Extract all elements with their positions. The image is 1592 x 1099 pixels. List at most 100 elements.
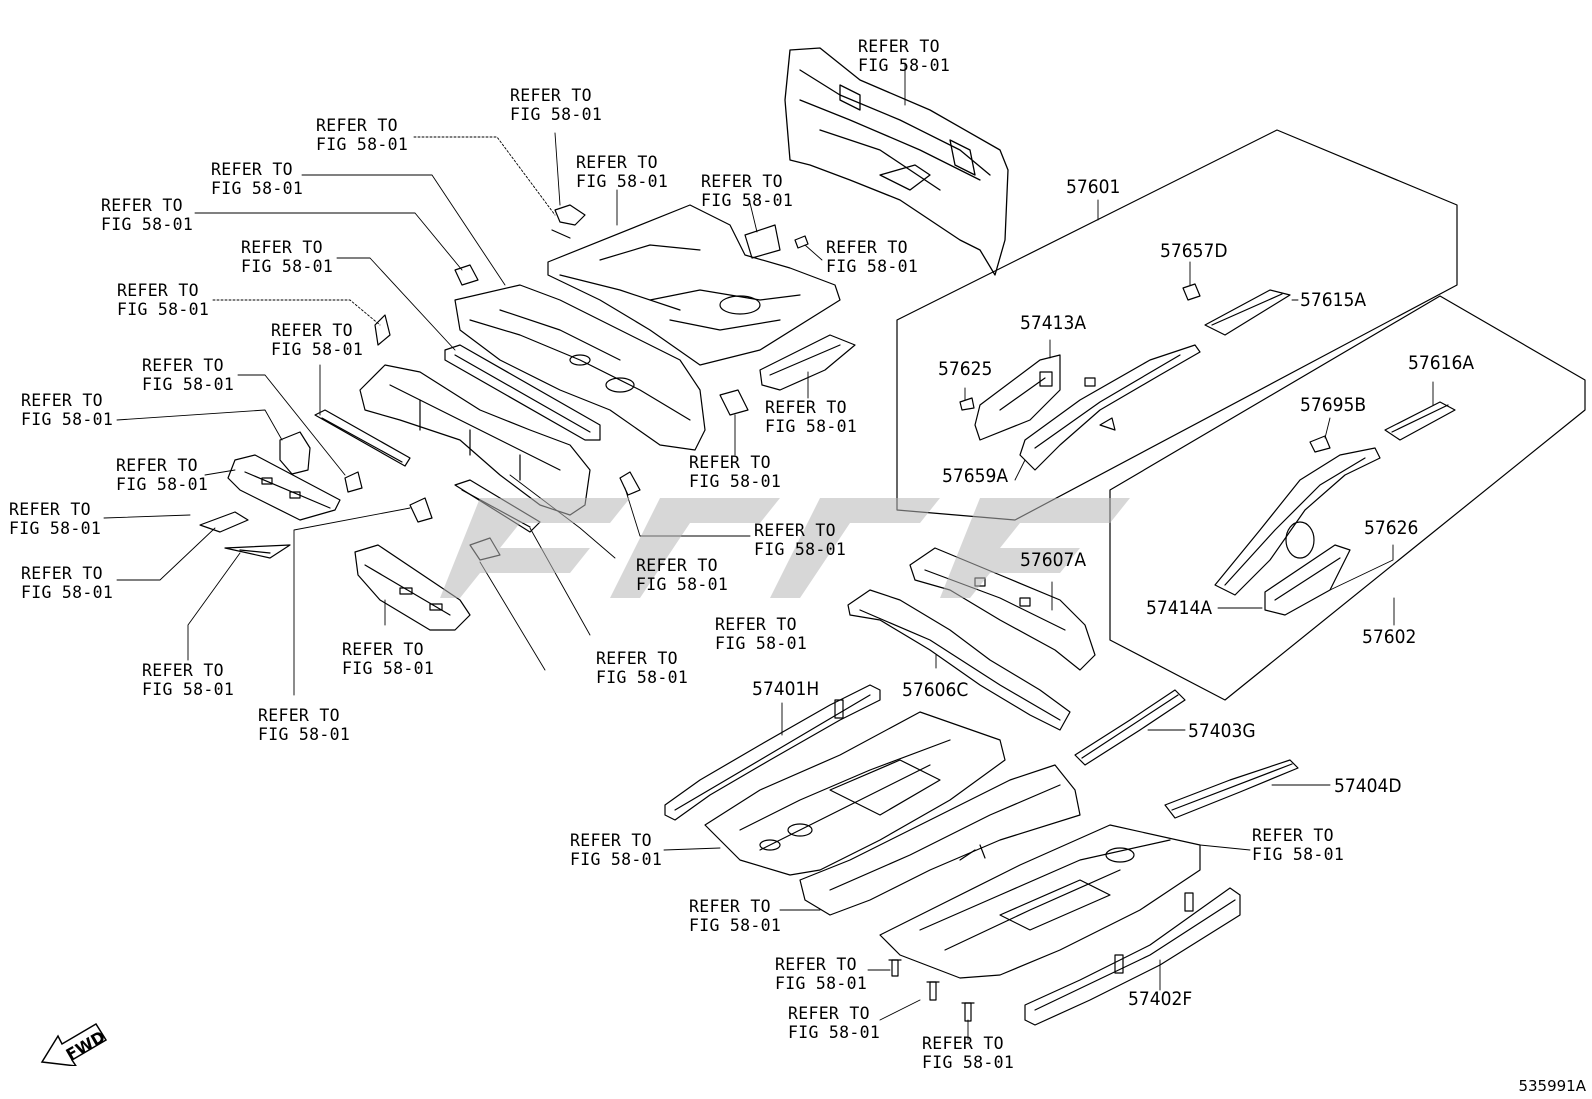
part-57404D [1164, 759, 1299, 819]
part-number-57404D[interactable]: 57404D [1334, 775, 1402, 797]
refer-line2: FIG 58-01 [570, 850, 663, 869]
refer-line1: REFER TO [211, 160, 293, 179]
refer-line1: REFER TO [9, 500, 91, 519]
part-57414A-rail [1214, 447, 1381, 596]
refer-line1: REFER TO [715, 615, 797, 634]
dash-panel [784, 47, 1009, 276]
refer-line2: FIG 58-01 [826, 257, 919, 276]
part-number-57616A[interactable]: 57616A [1408, 352, 1475, 374]
refer-line2: FIG 58-01 [858, 56, 951, 75]
refer-line2: FIG 58-01 [765, 417, 858, 436]
part-57659A-rail [1019, 344, 1201, 471]
refer-line1: REFER TO [922, 1034, 1004, 1053]
refer-line2: FIG 58-01 [21, 410, 114, 429]
left-rear-member [227, 454, 341, 521]
refer-line2: FIG 58-01 [636, 575, 729, 594]
refer-line1: REFER TO [788, 1004, 870, 1023]
bracket-small-2 [374, 314, 391, 346]
refer-line1: REFER TO [754, 521, 836, 540]
part-number-57413A[interactable]: 57413A [1020, 312, 1087, 334]
refer-line2: FIG 58-01 [271, 340, 364, 359]
refer-line1: REFER TO [316, 116, 398, 135]
diagram-code: 535991A [1518, 1077, 1586, 1095]
front-floor-pan-right [879, 824, 1201, 979]
part-57402F [1024, 887, 1241, 1026]
part-number-57657D[interactable]: 57657D [1160, 240, 1228, 262]
refer-line1: REFER TO [21, 564, 103, 583]
fwd-arrow-icon: FWD [40, 1022, 108, 1066]
refer-line1: REFER TO [826, 238, 908, 257]
refer-line1: REFER TO [101, 196, 183, 215]
bolt-2 [926, 981, 940, 1001]
part-number-57414A[interactable]: 57414A [1146, 597, 1213, 619]
part-57403G [1074, 689, 1186, 766]
left-bracket-small [344, 471, 363, 493]
refer-line2: FIG 58-01 [1252, 845, 1345, 864]
part-57615A [1204, 289, 1291, 336]
refer-line2: FIG 58-01 [9, 519, 102, 538]
bracket-small-4 [744, 224, 781, 259]
refer-line2: FIG 58-01 [775, 974, 868, 993]
refer-line2: FIG 58-01 [101, 215, 194, 234]
bolt-small-1 [794, 235, 809, 249]
part-number-57659A[interactable]: 57659A [942, 465, 1009, 487]
refer-line1: REFER TO [342, 640, 424, 659]
refer-line2: FIG 58-01 [142, 680, 235, 699]
front-floor-pan-left [704, 711, 1006, 876]
part-57657D [1182, 283, 1201, 301]
part-number-57401H[interactable]: 57401H [752, 678, 820, 700]
refer-line2: FIG 58-01 [754, 540, 847, 559]
left-bracket-block [279, 431, 311, 475]
part-number-57403G[interactable]: 57403G [1188, 720, 1256, 742]
refer-line1: REFER TO [241, 238, 323, 257]
refer-line2: FIG 58-01 [510, 105, 603, 124]
refer-line2: FIG 58-01 [689, 472, 782, 491]
refer-line2: FIG 58-01 [701, 191, 794, 210]
refer-line2: FIG 58-01 [788, 1023, 881, 1042]
part-number-57606C[interactable]: 57606C [902, 679, 969, 701]
refer-line2: FIG 58-01 [596, 668, 689, 687]
part-number-57625[interactable]: 57625 [938, 358, 993, 380]
refer-line1: REFER TO [570, 831, 652, 850]
refer-line2: FIG 58-01 [342, 659, 435, 678]
part-number-57607A[interactable]: 57607A [1020, 549, 1087, 571]
rear-floor-panel-long [454, 284, 706, 451]
left-rail-strip [314, 409, 411, 467]
refer-line2: FIG 58-01 [258, 725, 351, 744]
part-number-57402F[interactable]: 57402F [1128, 988, 1193, 1010]
center-lower-member [354, 544, 471, 631]
part-number-57626[interactable]: 57626 [1364, 517, 1419, 539]
refer-line1: REFER TO [142, 661, 224, 680]
bracket-right [719, 389, 749, 416]
part-number-57695B[interactable]: 57695B [1300, 394, 1367, 416]
refer-line1: REFER TO [258, 706, 340, 725]
refer-line1: REFER TO [117, 281, 199, 300]
part-number-57602[interactable]: 57602 [1362, 626, 1417, 648]
refer-line1: REFER TO [689, 897, 771, 916]
refer-line1: REFER TO [765, 398, 847, 417]
refer-line1: REFER TO [510, 86, 592, 105]
part-57695B [1309, 435, 1331, 453]
part-number-57601[interactable]: 57601 [1066, 176, 1121, 198]
part-number-57615A[interactable]: 57615A [1300, 289, 1367, 311]
refer-line2: FIG 58-01 [211, 179, 304, 198]
refer-line1: REFER TO [636, 556, 718, 575]
